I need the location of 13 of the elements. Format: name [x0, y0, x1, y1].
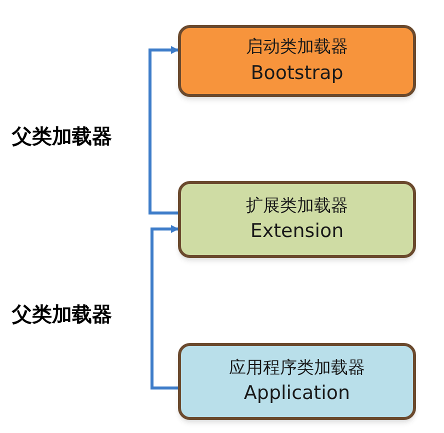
connector-arrow — [150, 225, 179, 390]
class-loader-box — [178, 25, 416, 97]
loader-name: 应用程序类加载器 — [229, 356, 365, 380]
edge-label: 父类加载器 — [12, 124, 112, 149]
connector-arrow — [148, 46, 179, 214]
loader-name: 启动类加载器 — [246, 36, 348, 60]
class-loader-box — [178, 343, 416, 420]
loader-english-name: Bootstrap — [250, 60, 344, 86]
loader-english-name: Application — [244, 381, 350, 406]
class-loader-box — [178, 181, 416, 258]
loader-english-name: Extension — [250, 219, 344, 244]
loader-name: 扩展类加载器 — [246, 194, 348, 218]
edge-label: 父类加载器 — [12, 302, 112, 327]
